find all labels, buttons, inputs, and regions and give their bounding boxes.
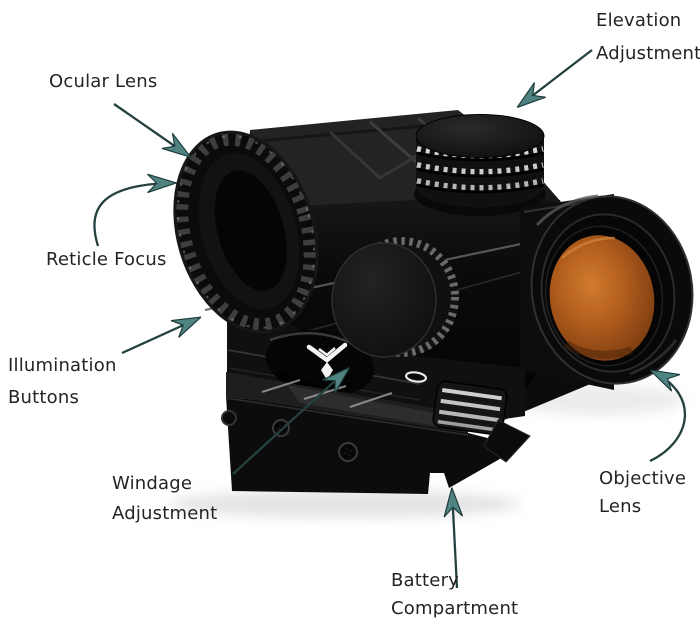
label-line: Buttons <box>8 387 80 408</box>
ocular-bell <box>173 130 319 334</box>
arrow-illumination-buttons <box>121 318 199 355</box>
arrow-objective-lens <box>650 371 687 463</box>
label-objective-lens: Objective Lens <box>599 465 686 521</box>
label-elevation-adjustment: Elevation Adjustment <box>596 4 700 70</box>
label-line: Compartment <box>391 598 519 619</box>
label-line: Lens <box>599 496 642 517</box>
label-line: Reticle Focus <box>46 249 167 270</box>
label-line: Objective <box>599 468 687 489</box>
label-line: Adjustment <box>596 43 700 64</box>
label-line: Ocular Lens <box>49 71 158 92</box>
label-line: Illumination <box>8 355 117 376</box>
label-line: Windage <box>112 473 193 494</box>
reticle-focus-knurl <box>175 132 317 332</box>
arrow-ocular-lens <box>113 103 189 156</box>
label-line: Adjustment <box>112 503 218 524</box>
arrow-battery-compartment <box>452 490 457 589</box>
objective-lens-glass <box>549 235 655 361</box>
rail-screw <box>272 419 290 437</box>
callout-arrows <box>93 49 687 589</box>
label-line: Battery <box>391 570 460 591</box>
arrow-windage-adjustment <box>232 369 348 475</box>
label-windage-adjustment: Windage Adjustment <box>112 469 217 529</box>
arrow-elevation-adjustment <box>519 49 593 106</box>
label-reticle-focus: Reticle Focus <box>46 246 167 274</box>
rail-screw <box>221 410 237 426</box>
rail-end-wedge <box>483 419 531 463</box>
label-ocular-lens: Ocular Lens <box>49 68 157 96</box>
label-illumination-buttons: Illumination Buttons <box>8 350 117 414</box>
label-line: Elevation <box>596 10 682 31</box>
arrow-reticle-focus <box>93 183 174 247</box>
label-battery-compartment: Battery Compartment <box>391 567 518 623</box>
objective-bell <box>520 194 694 390</box>
indicator-slot <box>404 371 428 383</box>
elevation-turret-cap <box>414 114 546 216</box>
side-cap <box>331 237 459 358</box>
rail-base <box>226 396 505 494</box>
ocular-lens-opening <box>214 170 287 291</box>
crossbolt-nut <box>432 380 508 436</box>
rail-screw <box>338 442 358 462</box>
